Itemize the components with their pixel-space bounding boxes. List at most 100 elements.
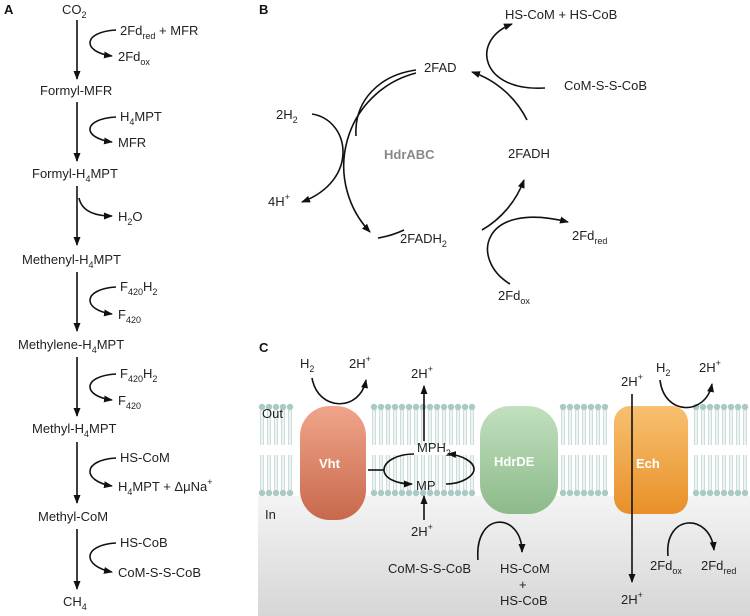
lipid-tail (274, 455, 278, 490)
lipid-tail (715, 410, 719, 445)
enzyme-hdrabc: HdrABC (384, 147, 435, 162)
lipid-tail (603, 410, 607, 445)
products-c-label-1: HS-CoM (500, 561, 550, 576)
lipid-tail (281, 455, 285, 490)
lipid-head (447, 403, 455, 411)
step7-input: HS-CoB (120, 535, 168, 550)
lipid-tail (722, 455, 726, 490)
lipid-tail (456, 410, 460, 445)
lipid-head (279, 403, 287, 411)
lipid-tail (449, 410, 453, 445)
panel-a-letter: A (4, 2, 14, 17)
ech-h2-label: H2 (656, 360, 670, 378)
lipid-head (741, 489, 749, 497)
lipid-tail (449, 455, 453, 490)
vht-protein (300, 406, 366, 520)
lipid-head (727, 489, 735, 497)
lipid-head (594, 489, 602, 497)
lipid-head (370, 403, 378, 411)
lipid-head (594, 403, 602, 411)
lipid-head (587, 403, 595, 411)
step1-input: 2Fdred + MFR (120, 23, 198, 41)
lipid-head (580, 489, 588, 497)
metabolite-methenyl-h4mpt: Methenyl-H4MPT (22, 252, 121, 270)
step2-output: MFR (118, 135, 146, 150)
products-c-label-2: HS-CoB (500, 593, 548, 608)
lipid-head (440, 489, 448, 497)
h2-oxidation-curve (301, 113, 344, 203)
lipid-head (720, 489, 728, 497)
lipid-head (440, 403, 448, 411)
lipid-tail (568, 410, 572, 445)
lipid-head (727, 403, 735, 411)
heterodisulfide-curve (485, 23, 546, 89)
lipid-head (412, 489, 420, 497)
lipid-tail (379, 455, 383, 490)
lipid-tail (274, 410, 278, 445)
lipid-head (468, 489, 476, 497)
fd-reduction-curve (486, 216, 569, 285)
ech-h-right-label: 2H+ (699, 358, 721, 375)
lipid-tail (414, 410, 418, 445)
lipid-tail (421, 455, 425, 490)
mph2-label: MPH2 (417, 440, 451, 458)
lipid-head (720, 403, 728, 411)
ech-h-bottom-label: 2H+ (621, 590, 643, 607)
lipid-tail (435, 410, 439, 445)
lipid-tail (575, 455, 579, 490)
side-curve-7 (89, 542, 117, 574)
lipid-head (566, 489, 574, 497)
panel-b-letter: B (259, 2, 268, 17)
metabolite-methylene-h4mpt: Methylene-H4MPT (18, 337, 124, 355)
lipid-head (265, 489, 273, 497)
fd-red-label: 2Fdred (572, 228, 607, 246)
lipid-head (384, 489, 392, 497)
lipid-tail (743, 455, 747, 490)
lipid-head (699, 489, 707, 497)
metabolite-methyl-h4mpt: Methyl-H4MPT (32, 421, 117, 439)
lipid-head (580, 403, 588, 411)
lipid-tail (372, 455, 376, 490)
step5-output: F420 (118, 393, 141, 411)
lipid-tail (694, 410, 698, 445)
lipid-head (447, 489, 455, 497)
lipid-tail (267, 410, 271, 445)
lipid-head (566, 403, 574, 411)
lipid-head (391, 403, 399, 411)
hdrde-protein (480, 406, 558, 514)
lipid-tail (267, 455, 271, 490)
lipid-tail (400, 455, 404, 490)
side-curve-3 (78, 197, 113, 220)
pump-h-top-label: 2H+ (411, 364, 433, 381)
lipid-head (265, 403, 273, 411)
lipid-head (699, 403, 707, 411)
fd-ox-label: 2Fdox (498, 288, 530, 306)
lipid-tail (582, 455, 586, 490)
heterodisulfide-label: CoM-S-S-CoB (564, 78, 647, 93)
mph2-oxidation-curve (383, 453, 415, 488)
lipid-head (398, 403, 406, 411)
lipid-tail (400, 410, 404, 445)
lipid-head (370, 489, 378, 497)
lipid-head (286, 403, 294, 411)
lipid-tail (428, 455, 432, 490)
lipid-head (412, 403, 420, 411)
lipid-head (713, 489, 721, 497)
lipid-tail (260, 455, 264, 490)
lipid-head (405, 403, 413, 411)
lipid-tail (428, 410, 432, 445)
vht-h2-curve (311, 377, 368, 405)
hdrde-label: HdrDE (494, 454, 535, 469)
step6-output: H4MPT + ΔμNa+ (118, 477, 213, 497)
step2-input: H4MPT (120, 109, 162, 127)
lipid-head (272, 489, 280, 497)
metabolite-ch4: CH4 (63, 594, 87, 612)
hdrde-reduction-curve (477, 521, 526, 561)
lipid-head (601, 489, 609, 497)
out-label: Out (262, 406, 283, 421)
node-2fad: 2FAD (424, 60, 457, 75)
lipid-head (454, 403, 462, 411)
lipid-head (706, 489, 714, 497)
lipid-tail (589, 410, 593, 445)
lipid-tail (561, 410, 565, 445)
